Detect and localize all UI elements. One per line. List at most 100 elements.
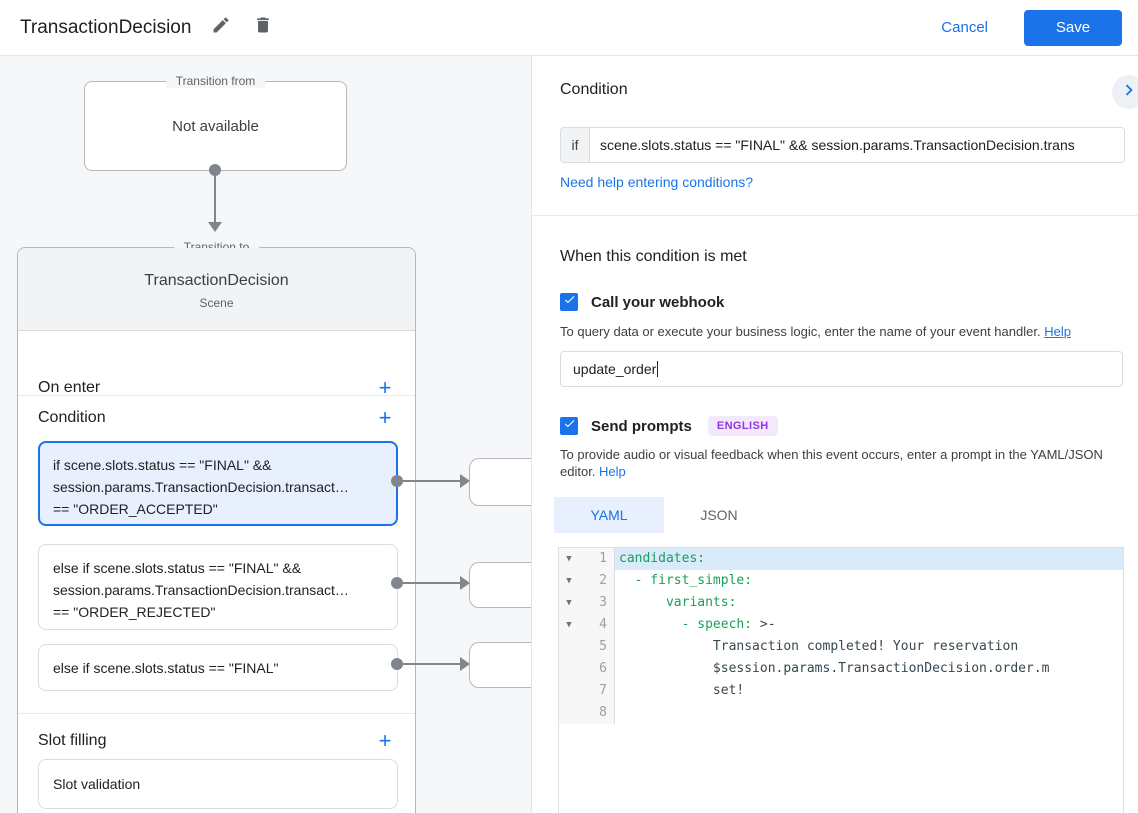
scene-flow-canvas: Transition from Not available Transition… <box>0 56 531 813</box>
fold-toggle-icon[interactable]: ▼ <box>566 598 572 608</box>
slot-filling-label: Slot filling <box>38 732 107 749</box>
add-slot-button[interactable]: + <box>378 728 392 753</box>
fold-toggle-icon[interactable]: ▼ <box>566 554 572 564</box>
code-line[interactable]: 8 <box>559 702 1123 724</box>
transition-target-box[interactable] <box>469 642 531 688</box>
line-number: 1 <box>599 551 607 566</box>
line-number: 8 <box>599 705 607 720</box>
if-prefix-label: if <box>561 128 590 162</box>
condition-expression-row: if <box>560 127 1125 163</box>
webhook-description-text: To query data or execute your business l… <box>560 324 1041 339</box>
condition-text: else if scene.slots.status == "FINAL" <box>53 660 279 676</box>
line-number: 2 <box>599 573 607 588</box>
language-badge: ENGLISH <box>707 416 778 436</box>
transition-arrow-line <box>403 663 460 665</box>
conditions-help-link[interactable]: Need help entering conditions? <box>560 174 754 190</box>
tab-json[interactable]: JSON <box>700 507 738 523</box>
prompts-description: To provide audio or visual feedback when… <box>560 446 1122 480</box>
condition-card-rejected[interactable]: else if scene.slots.status == "FINAL" &&… <box>38 544 398 630</box>
delete-scene-button[interactable] <box>251 16 275 40</box>
checkmark-icon <box>563 293 576 311</box>
prompts-help-link[interactable]: Help <box>599 464 626 479</box>
scene-card-header: TransactionDecision Scene <box>18 248 415 331</box>
code-line[interactable]: ▼4 - speech: >- <box>559 614 1123 636</box>
slot-validation-card[interactable]: Slot validation <box>38 759 398 809</box>
transition-target-box[interactable] <box>469 458 531 506</box>
editor-format-tabs: YAML JSON <box>554 497 774 533</box>
scene-name: TransactionDecision <box>144 272 289 289</box>
arrow-right-icon <box>460 657 470 671</box>
condition-card-accepted[interactable]: if scene.slots.status == "FINAL" && sess… <box>38 441 398 526</box>
scene-card: Transition to TransactionDecision Scene … <box>17 240 416 813</box>
condition-expression-input[interactable] <box>590 128 1124 162</box>
checkmark-icon <box>563 417 576 435</box>
on-enter-label: On enter <box>38 379 101 396</box>
connector-dot <box>391 475 403 487</box>
cancel-button[interactable]: Cancel <box>941 19 988 36</box>
fold-toggle-icon[interactable]: ▼ <box>566 620 572 630</box>
line-number: 3 <box>599 595 607 610</box>
arrow-down-icon <box>208 222 222 232</box>
condition-section-label: Condition <box>38 409 106 426</box>
line-number: 6 <box>599 661 607 676</box>
add-condition-button[interactable]: + <box>378 405 392 430</box>
when-condition-heading: When this condition is met <box>560 248 747 265</box>
top-bar: TransactionDecision Cancel Save <box>0 0 1138 56</box>
divider <box>18 713 415 714</box>
arrow-right-icon <box>460 474 470 488</box>
send-prompts-checkbox[interactable] <box>560 417 578 435</box>
line-number: 4 <box>599 617 607 632</box>
connector-dot <box>209 164 221 176</box>
code-line[interactable]: ▼3 variants: <box>559 592 1123 614</box>
panel-condition-heading: Condition <box>560 81 628 98</box>
transition-arrow-line <box>403 582 460 584</box>
condition-text: session.params.TransactionDecision.trans… <box>53 479 349 495</box>
tab-yaml[interactable]: YAML <box>554 497 664 533</box>
add-on-enter-button[interactable]: + <box>378 375 392 400</box>
code-line[interactable]: 5 Transaction completed! Your reservatio… <box>559 636 1123 658</box>
line-number: 5 <box>599 639 607 654</box>
connector-dot <box>391 658 403 670</box>
chevron-right-icon <box>1118 79 1138 106</box>
code-line[interactable]: 6 $session.params.TransactionDecision.or… <box>559 658 1123 680</box>
condition-text: == "ORDER_REJECTED" <box>53 604 216 620</box>
arrow-right-icon <box>460 576 470 590</box>
condition-text: == "ORDER_ACCEPTED" <box>53 501 218 517</box>
line-number: 7 <box>599 683 607 698</box>
transition-target-box[interactable] <box>469 562 531 608</box>
code-line[interactable]: 7 set! <box>559 680 1123 702</box>
transition-arrow-line <box>403 480 460 482</box>
condition-text: if scene.slots.status == "FINAL" && <box>53 457 272 473</box>
webhook-handler-input[interactable]: update_order <box>560 351 1123 387</box>
code-line[interactable]: ▼1 candidates: <box>559 548 1123 570</box>
collapse-panel-button[interactable] <box>1112 75 1138 109</box>
webhook-checkbox[interactable] <box>560 293 578 311</box>
connector-dot <box>391 577 403 589</box>
webhook-label: Call your webhook <box>591 293 725 311</box>
prompt-code-editor[interactable]: ▼1 candidates: ▼2 - first_simple: ▼3 var… <box>558 547 1124 813</box>
condition-text: else if scene.slots.status == "FINAL" && <box>53 560 302 576</box>
divider <box>532 215 1138 216</box>
webhook-description: To query data or execute your business l… <box>560 323 1122 340</box>
transition-arrow-line <box>214 170 216 223</box>
send-prompts-label: Send prompts <box>591 417 692 435</box>
fold-toggle-icon[interactable]: ▼ <box>566 576 572 586</box>
webhook-help-link[interactable]: Help <box>1044 324 1071 339</box>
transition-from-label: Transition from <box>165 74 266 88</box>
divider <box>18 395 415 396</box>
pencil-icon <box>211 15 231 40</box>
edit-scene-button[interactable] <box>209 16 233 40</box>
condition-text: session.params.TransactionDecision.trans… <box>53 582 349 598</box>
condition-detail-panel: Condition if Need help entering conditio… <box>531 56 1138 813</box>
page-title: TransactionDecision <box>20 16 192 38</box>
transition-from-box: Transition from Not available <box>84 74 347 171</box>
code-line[interactable]: ▼2 - first_simple: <box>559 570 1123 592</box>
scene-type: Scene <box>199 296 234 310</box>
text-caret <box>657 361 659 377</box>
trash-icon <box>253 15 273 40</box>
slot-validation-label: Slot validation <box>53 776 141 792</box>
webhook-handler-value: update_order <box>573 361 657 377</box>
save-button[interactable]: Save <box>1024 9 1122 46</box>
condition-card-final[interactable]: else if scene.slots.status == "FINAL" <box>38 644 398 691</box>
transition-from-value: Not available <box>172 117 259 135</box>
